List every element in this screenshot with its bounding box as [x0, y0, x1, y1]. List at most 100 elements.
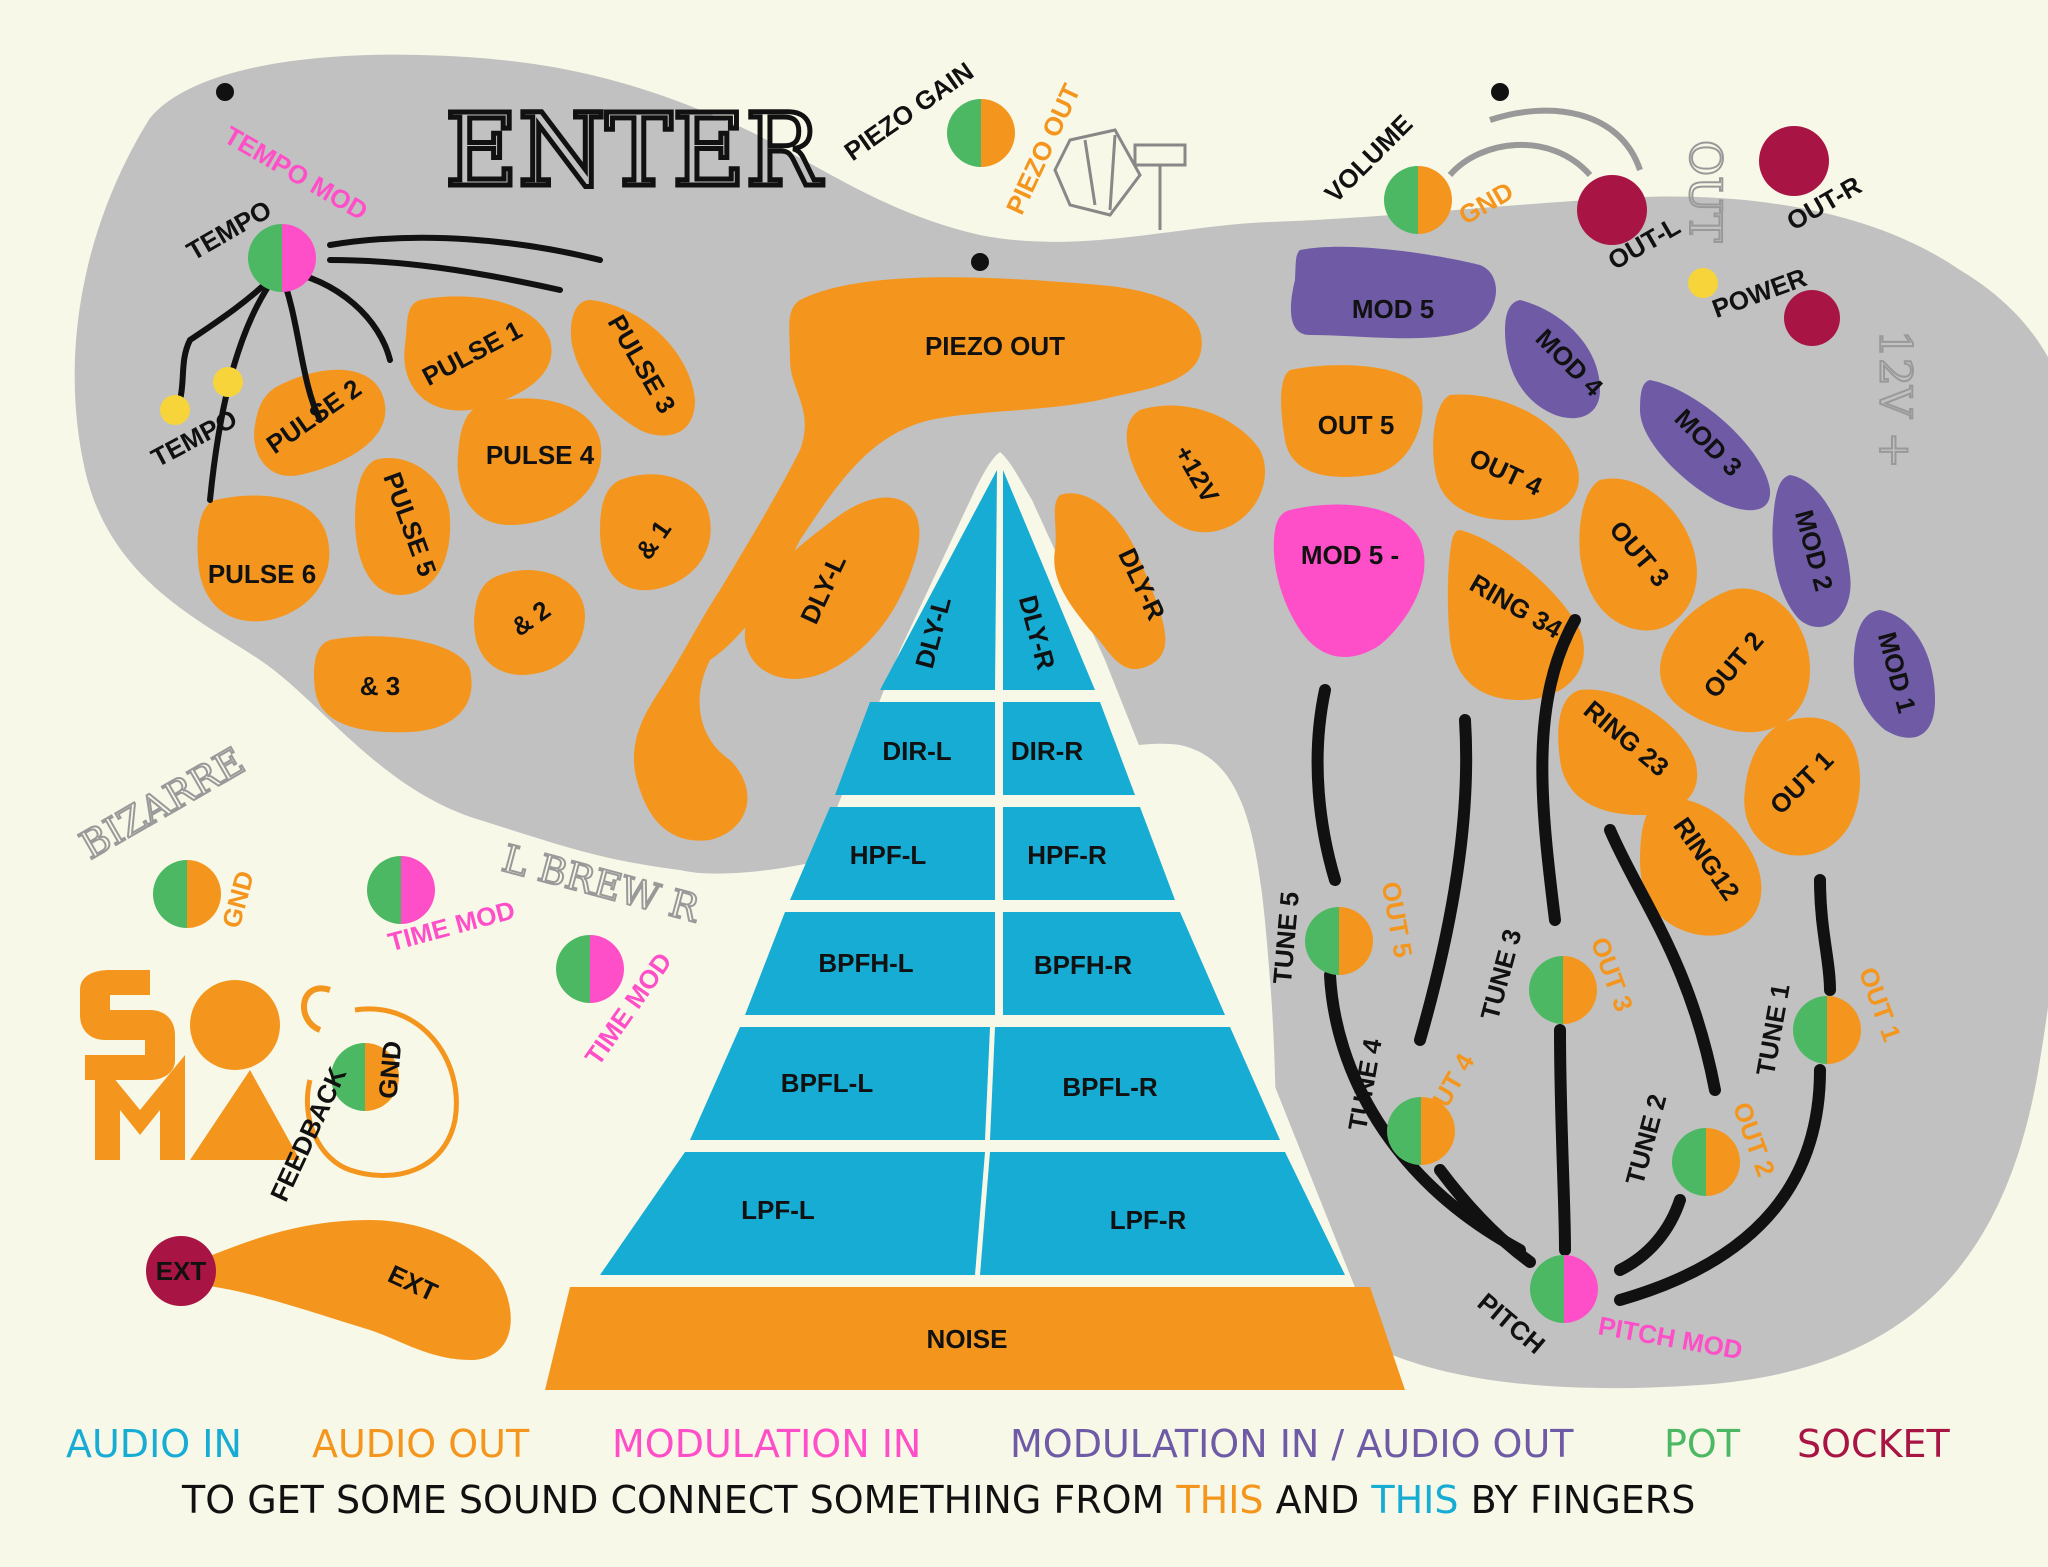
label-pyr-bpfh-r: BPFH-R: [1034, 950, 1132, 980]
label-feedback-gnd: GND: [372, 1040, 407, 1100]
pad-pyr-bpfh-r[interactable]: [1003, 912, 1225, 1015]
label-pyr-dir-l: DIR-L: [882, 736, 951, 766]
pad-and-1[interactable]: [600, 474, 711, 591]
tempo-led: [160, 395, 190, 425]
pad-pulse-5[interactable]: [355, 458, 451, 595]
label-mod-5: MOD 5: [1352, 294, 1434, 324]
label-pyr-hpf-l: HPF-L: [850, 840, 927, 870]
handwriting-enter: ENTER: [445, 92, 823, 209]
pad-out-5[interactable]: [1281, 365, 1423, 477]
pad-mod-5[interactable]: [1290, 246, 1497, 339]
pad-ext[interactable]: [200, 1220, 511, 1360]
legend-pot: POT: [1664, 1422, 1741, 1466]
pad-piezo-out[interactable]: [633, 277, 1202, 841]
pot-feedback[interactable]: [331, 1043, 399, 1111]
power-led: [1688, 268, 1718, 298]
label-gnd: GND: [216, 868, 260, 932]
socket-out-r[interactable]: [1759, 126, 1829, 196]
mount-hole: [971, 253, 989, 271]
socket-out-l[interactable]: [1577, 175, 1647, 245]
pad-out-2[interactable]: [1660, 588, 1810, 733]
pad-mod-1[interactable]: [1853, 610, 1935, 738]
pad-pulse-1[interactable]: [404, 296, 552, 411]
pad-noise[interactable]: [545, 1287, 1405, 1390]
pad-pyr-hpf-r[interactable]: [1003, 807, 1175, 900]
legend-audio-out: AUDIO OUT: [312, 1422, 530, 1466]
pad-pyr-dly-r[interactable]: [1003, 470, 1095, 690]
handwriting-out: OUT: [1679, 140, 1730, 243]
pad-pyr-bpfl-l[interactable]: [690, 1027, 990, 1140]
pad-pulse-4[interactable]: [457, 398, 602, 525]
pot-pitch[interactable]: [1530, 1255, 1598, 1323]
socket-power[interactable]: [1784, 290, 1840, 346]
mount-hole: [1491, 83, 1509, 101]
pad-dly-l-side[interactable]: [744, 497, 920, 679]
mount-hole: [216, 83, 234, 101]
pad-pyr-dly-l[interactable]: [880, 470, 997, 690]
pad-ring-12[interactable]: [1640, 798, 1762, 936]
pad-pyr-dir-l[interactable]: [835, 702, 995, 795]
label-noise: NOISE: [927, 1324, 1008, 1354]
pot-tune-5[interactable]: [1305, 907, 1373, 975]
pot-tune-2[interactable]: [1672, 1128, 1740, 1196]
pot-tune-3[interactable]: [1529, 956, 1597, 1024]
label-pulse-6: PULSE 6: [208, 559, 316, 589]
instruction-part-1: TO GET SOME SOUND CONNECT SOMETHING FROM: [182, 1478, 1177, 1522]
label-ext-socket: EXT: [156, 1256, 207, 1286]
pot-tempo[interactable]: [248, 224, 316, 292]
pot-time-mod-1[interactable]: [367, 856, 435, 924]
crystal-hammer-sketch: [1053, 128, 1187, 230]
pad-mod-3[interactable]: [1640, 380, 1771, 511]
label-mod-5-minus: MOD 5 -: [1301, 540, 1399, 570]
soma-logo: [80, 970, 459, 1179]
legend-socket: SOCKET: [1797, 1422, 1950, 1466]
handwriting-bizarre: BIZARRE: [73, 739, 252, 868]
legend-mod-in-audio-out: MODULATION IN / AUDIO OUT: [1010, 1422, 1574, 1466]
pad-plus12v[interactable]: [1126, 405, 1266, 533]
legend-audio-in: AUDIO IN: [66, 1422, 242, 1466]
label-pyr-lpf-l: LPF-L: [741, 1195, 815, 1225]
legend-mod-in: MODULATION IN: [612, 1422, 922, 1466]
pad-pyr-hpf-l[interactable]: [790, 807, 995, 900]
socket-ext[interactable]: [146, 1236, 216, 1306]
pad-pulse-6[interactable]: [197, 495, 330, 622]
pot-volume[interactable]: [1384, 166, 1452, 234]
pad-mod-4[interactable]: [1505, 300, 1600, 419]
handwriting-out-squiggle: [1447, 107, 1643, 178]
pad-mod-2[interactable]: [1772, 475, 1851, 628]
pad-ring-34[interactable]: [1447, 530, 1584, 700]
pad-pyr-bpfh-l[interactable]: [745, 912, 995, 1015]
label-pyr-bpfl-l: BPFL-L: [781, 1068, 874, 1098]
pad-pyr-dir-r[interactable]: [1003, 702, 1135, 795]
pot-tune-1[interactable]: [1793, 996, 1861, 1064]
pot-piezo-gain[interactable]: [947, 99, 1015, 167]
pad-pyr-lpf-r[interactable]: [980, 1152, 1345, 1275]
pot-tune-4[interactable]: [1387, 1097, 1455, 1165]
tempo-led: [213, 367, 243, 397]
pad-out-4[interactable]: [1433, 394, 1579, 521]
pad-out-3[interactable]: [1579, 478, 1697, 631]
label-out-5: OUT 5: [1318, 410, 1395, 440]
pad-pulse-3[interactable]: [570, 300, 695, 436]
instruction-part-2: AND: [1263, 1478, 1372, 1522]
pad-and-3[interactable]: [313, 636, 472, 733]
instruction-this-orange: THIS: [1176, 1478, 1264, 1522]
pad-and-2[interactable]: [474, 569, 585, 675]
filter-pyramid: [600, 470, 1345, 1275]
pad-dly-r-side[interactable]: [1054, 493, 1166, 670]
label-pyr-lpf-r: LPF-R: [1110, 1205, 1187, 1235]
instruction-part-3: BY FINGERS: [1458, 1478, 1696, 1522]
pad-pyr-lpf-l[interactable]: [600, 1152, 985, 1275]
pot-gnd[interactable]: [153, 860, 221, 928]
label-pulse-4: PULSE 4: [486, 440, 595, 470]
pad-pyr-bpfl-r[interactable]: [990, 1027, 1280, 1140]
label-piezo-out-pad: PIEZO OUT: [925, 331, 1065, 361]
pad-mod-5-minus[interactable]: [1273, 504, 1425, 657]
label-pyr-dir-r: DIR-R: [1011, 736, 1083, 766]
pad-out-1[interactable]: [1744, 717, 1860, 856]
pad-ring-23[interactable]: [1558, 689, 1698, 815]
pot-time-mod-2[interactable]: [556, 935, 624, 1003]
instruction-line: TO GET SOME SOUND CONNECT SOMETHING FROM…: [182, 1478, 1695, 1522]
label-and-3: & 3: [360, 671, 400, 701]
